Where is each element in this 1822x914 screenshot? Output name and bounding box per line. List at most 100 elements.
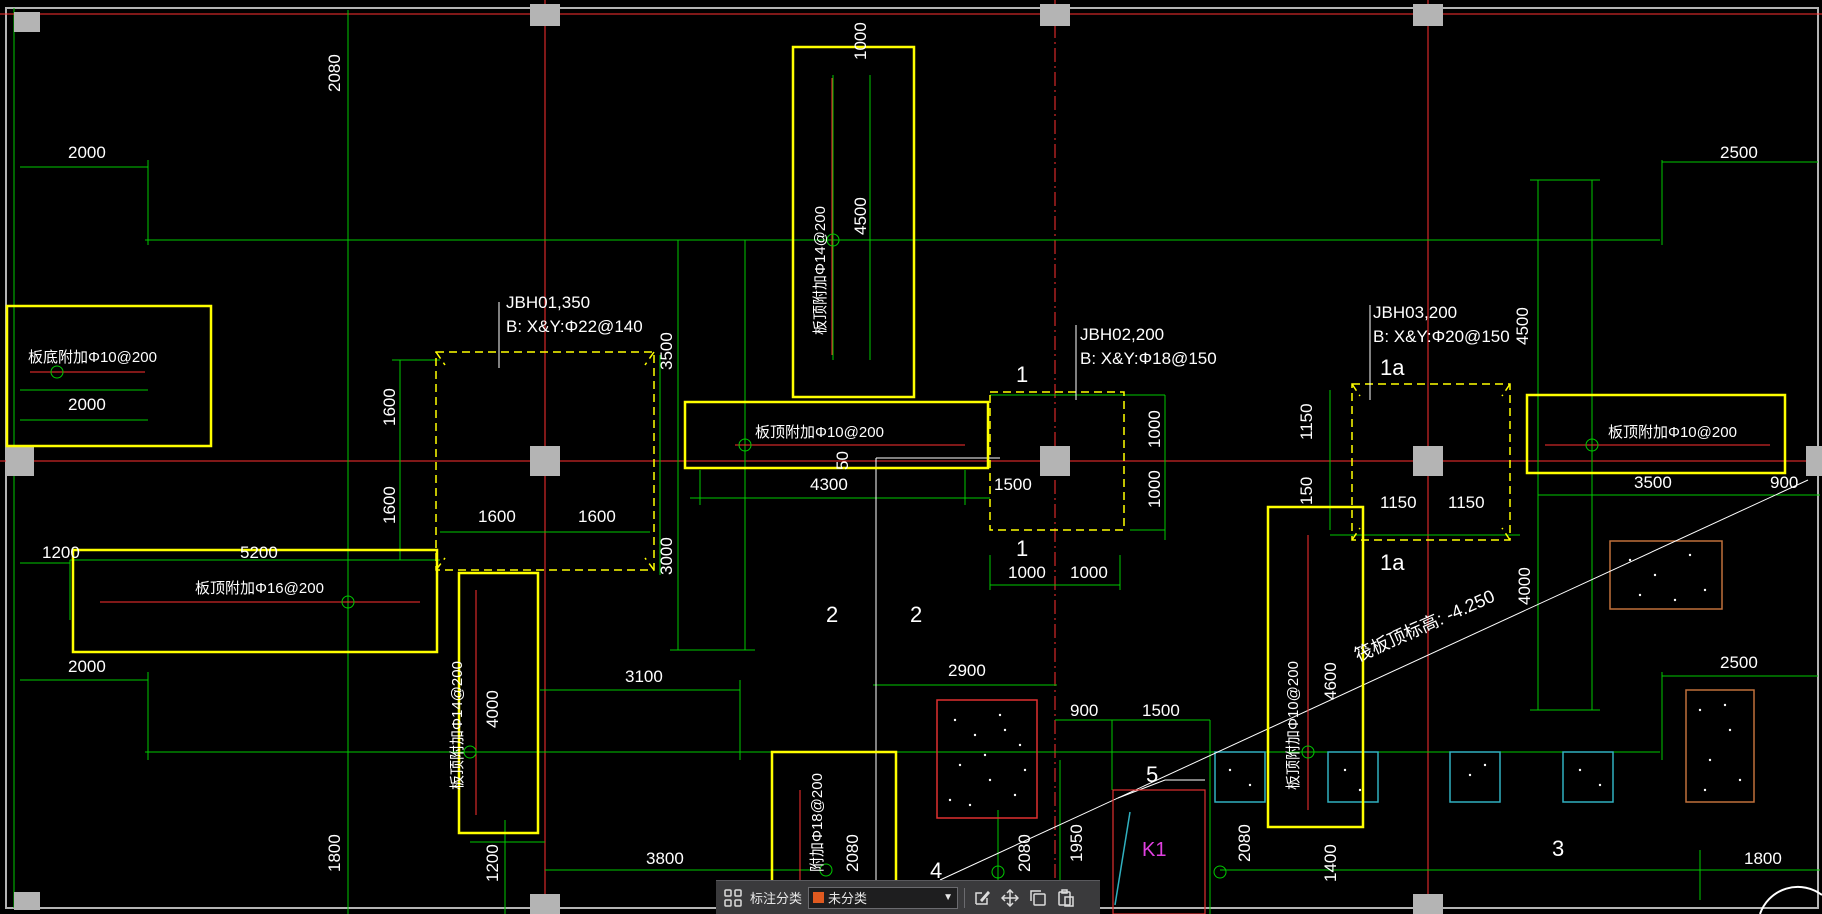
dim-2080-top: 2080: [325, 54, 344, 92]
rebar-markers: [50, 233, 1599, 879]
dim-1000-top: 1000: [851, 22, 870, 60]
rebar-box-4: [791, 45, 916, 399]
dim-2900: 2900: [948, 661, 986, 680]
dim-1000-jbh02-right: 1000: [1070, 563, 1108, 582]
dim-1150-jbh03-right: 1150: [1448, 493, 1485, 512]
rebar-box-8: [770, 750, 898, 914]
copy-icon[interactable]: [1027, 887, 1049, 909]
category-color-swatch: [813, 892, 825, 903]
dim-3100: 3100: [625, 667, 663, 686]
annotation-toolbar: 标注分类 未分类 ▼: [716, 880, 1100, 914]
dim-900-right: 900: [1770, 473, 1798, 492]
dim-2000-bottom-left: 2000: [68, 657, 106, 676]
category-dropdown[interactable]: 未分类 ▼: [808, 886, 959, 909]
rebar-box-2: [683, 400, 990, 470]
dim-2000-top-left: 2000: [68, 143, 106, 162]
dim-1800-left: 1800: [325, 834, 344, 872]
pit-label-k1: K1: [1142, 839, 1166, 861]
jbh03-name: JBH03,200: [1373, 303, 1457, 322]
toolbar-separator: [964, 887, 966, 908]
jbh01-rebar: B: X&Y:Φ22@140: [506, 317, 643, 336]
paste-icon[interactable]: [1055, 887, 1077, 909]
dim-50: 50: [833, 451, 852, 470]
section-1a-top: 1a: [1380, 355, 1405, 380]
dim-1600-jbh01-left: 1600: [478, 507, 516, 526]
pit-edge-line: [1114, 811, 1131, 906]
rebar-box-3: [71, 548, 439, 654]
section-1a-bottom: 1a: [1380, 550, 1405, 575]
rebar-label-5: 板顶附加Φ14@200: [448, 661, 466, 790]
dim-1600-v-top: 1600: [380, 388, 399, 426]
section-1-top: 1: [1016, 362, 1028, 387]
rebar-box-5: [457, 571, 540, 835]
rebar-box-6: [1525, 393, 1787, 475]
dim-1400: 1400: [1321, 844, 1340, 882]
section-1-bottom: 1: [1016, 536, 1028, 561]
dim-1500-pit: 1500: [1142, 701, 1180, 720]
rebar-label-1: 板底附加Φ10@200: [28, 348, 157, 366]
dim-1600-v-bottom: 1600: [380, 486, 399, 524]
rebar-label-2: 板顶附加Φ10@200: [755, 423, 884, 441]
additional-rebar-boxes: [5, 45, 1787, 914]
dim-3500-jbh01: 3500: [657, 332, 676, 370]
dim-1950: 1950: [1067, 824, 1086, 862]
dim-2000-box1: 2000: [68, 395, 106, 414]
rebar-label-6: 板顶附加Φ10@200: [1608, 423, 1737, 441]
dim-1200-bottom: 1200: [483, 844, 502, 882]
dim-1800-bottom-right: 1800: [1744, 849, 1782, 868]
jbh-dashed-outlines: [435, 351, 1511, 571]
dim-3800: 3800: [646, 849, 684, 868]
dim-4600: 4600: [1321, 662, 1340, 700]
rebar-lines-red: [30, 78, 1770, 905]
rebar-box-7: [1266, 505, 1365, 829]
rebar-label-8: 附加Φ18@200: [809, 773, 826, 872]
jbh02-name: JBH02,200: [1080, 325, 1164, 344]
dim-1000-jbh02-v2: 1000: [1145, 470, 1164, 508]
dim-4000-right: 4000: [1515, 567, 1534, 605]
dim-1150-v-top: 1150: [1297, 403, 1316, 440]
edit-icon[interactable]: [971, 887, 993, 909]
slope-lines: [875, 457, 1809, 900]
dim-5200: 5200: [240, 543, 278, 562]
rebar-label-4: 板顶附加Φ14@200: [811, 206, 829, 335]
dimension-lines-green: [20, 10, 1820, 914]
dim-2500-top-right: 2500: [1720, 143, 1758, 162]
rebar-label-3: 板顶附加Φ16@200: [195, 579, 324, 597]
dim-150: 150: [1297, 477, 1316, 505]
dim-2500-bottom-right: 2500: [1720, 653, 1758, 672]
dim-1200-left: 1200: [42, 543, 80, 562]
structural-columns: [6, 4, 1822, 914]
dim-4500-right: 4500: [1513, 307, 1532, 345]
section-2-right: 2: [910, 602, 922, 627]
dim-4500-box4: 4500: [851, 197, 870, 235]
dim-4000-box5: 4000: [483, 690, 502, 728]
dim-1600-jbh01-right: 1600: [578, 507, 616, 526]
jbh02-rebar: B: X&Y:Φ18@150: [1080, 349, 1217, 368]
dim-3000: 3000: [657, 537, 676, 575]
section-5: 5: [1146, 762, 1158, 787]
pit-k1-outline: [1112, 789, 1206, 914]
jbh03-rebar: B: X&Y:Φ20@150: [1373, 327, 1510, 346]
dim-900: 900: [1070, 701, 1098, 720]
move-icon[interactable]: [999, 887, 1021, 909]
dim-3500-box6: 3500: [1634, 473, 1672, 492]
dim-2080-pit: 2080: [1015, 834, 1034, 872]
hatched-pits: [936, 540, 1755, 819]
dim-1500-jbh02: 1500: [994, 475, 1032, 494]
category-selected-value: 未分类: [828, 891, 868, 906]
section-4: 4: [930, 858, 942, 883]
dim-1150-jbh03-left: 1150: [1380, 493, 1417, 512]
rebar-box-1: [5, 304, 213, 448]
dim-2080-right: 2080: [1235, 824, 1254, 862]
dim-1000-jbh02-v1: 1000: [1145, 410, 1164, 448]
corner-arc: [1759, 885, 1822, 914]
dim-4300: 4300: [810, 475, 848, 494]
grid-menu-icon[interactable]: [722, 887, 744, 909]
rebar-label-7: 板顶附加Φ10@200: [1284, 661, 1302, 790]
category-label: 标注分类: [750, 891, 803, 906]
dim-2080-box8: 2080: [843, 834, 862, 872]
section-3: 3: [1552, 836, 1564, 861]
